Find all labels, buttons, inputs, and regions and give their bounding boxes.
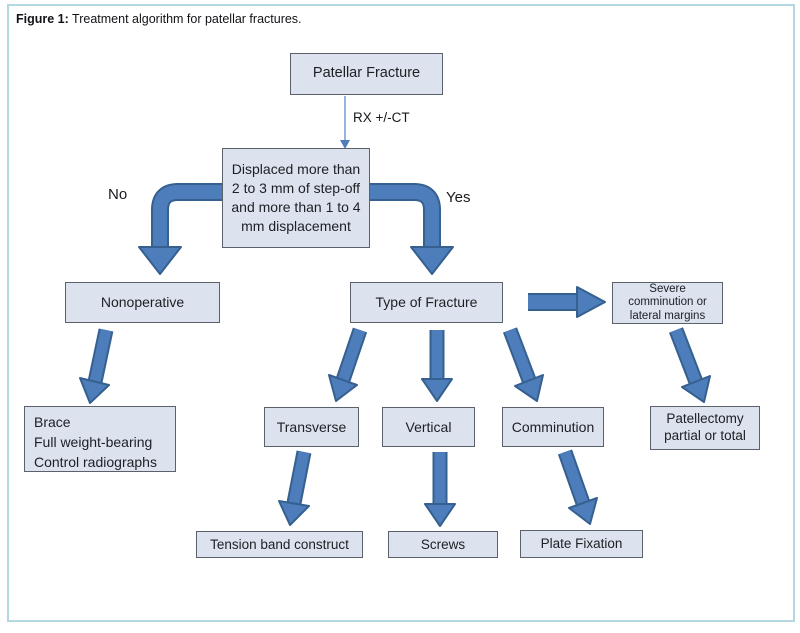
node-decision-displacement: Displaced more than 2 to 3 mm of step-of… [222, 148, 370, 248]
arrow-type-to-severe [528, 286, 606, 318]
node-screws: Screws [388, 531, 498, 558]
edge-label-no: No [108, 186, 128, 203]
node-brace-treatment: Brace Full weight-bearing Control radiog… [24, 406, 176, 472]
arrow-vertical-to-screws [424, 452, 456, 527]
node-type-of-fracture: Type of Fracture [350, 282, 503, 323]
arrow-decision-to-nonoperative [138, 183, 223, 275]
figure-caption: Figure 1: Treatment algorithm for patell… [16, 12, 302, 26]
node-vertical: Vertical [382, 407, 475, 447]
arrow-transverse-to-tension [278, 450, 312, 526]
brace-line-2: Full weight-bearing [34, 434, 153, 450]
node-comminution: Comminution [502, 407, 604, 447]
node-severe-comminution: Severe comminution or lateral margins [612, 282, 723, 324]
node-nonoperative: Nonoperative [65, 282, 220, 323]
arrow-type-to-vertical [421, 330, 453, 402]
node-plate-fixation: Plate Fixation [520, 530, 643, 558]
arrow-decision-to-type-of-fracture [369, 183, 454, 275]
brace-line-3: Control radiographs [34, 454, 157, 470]
figure-caption-text: Treatment algorithm for patellar fractur… [68, 12, 302, 26]
figure-caption-label: Figure 1: [16, 12, 69, 26]
arrow-type-to-comminution [502, 327, 544, 402]
node-transverse: Transverse [264, 407, 359, 447]
brace-line-1: Brace [34, 414, 71, 430]
arrow-nonoperative-to-brace [79, 328, 114, 404]
node-tension-band-construct: Tension band construct [196, 531, 363, 558]
arrow-type-to-transverse [328, 327, 368, 402]
edge-label-rx-ct: RX +/-CT [353, 110, 410, 125]
arrow-comminution-to-plate [557, 449, 598, 525]
node-patellar-fracture: Patellar Fracture [290, 53, 443, 95]
connector-rx-arrow [340, 96, 350, 149]
arrow-severe-to-patellectomy [668, 327, 711, 403]
node-patellectomy: Patellectomy partial or total [650, 406, 760, 450]
edge-label-yes: Yes [446, 189, 471, 206]
